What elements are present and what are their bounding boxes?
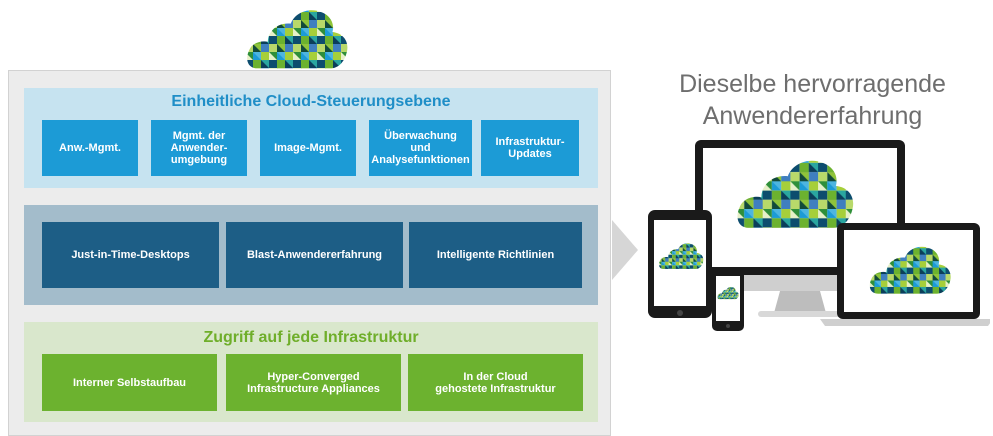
infra-layer-title: Zugriff auf jede Infrastruktur xyxy=(203,329,419,346)
phone-icon xyxy=(712,268,744,331)
devices-illustration xyxy=(648,140,990,331)
cloud-logo-icon xyxy=(247,10,348,69)
hyper-converged-box: Hyper-Converged Infrastructure Appliance… xyxy=(226,354,401,411)
laptop-icon xyxy=(820,223,990,326)
app-management-box: Anw.-Mgmt. xyxy=(42,120,138,176)
user-environment-management-box: Mgmt. der Anwender- umgebung xyxy=(151,120,247,176)
infrastructure-updates-box: Infrastruktur- Updates xyxy=(481,120,579,176)
desktop-monitor-icon xyxy=(695,140,905,317)
tablet-icon xyxy=(648,210,712,318)
infrastructure-access-layer: Zugriff auf jede Infrastruktur Interner … xyxy=(24,322,598,422)
arrow-right-icon xyxy=(612,220,638,280)
cloud-control-layer: Einheitliche Cloud-Steuerungsebene Anw.-… xyxy=(24,88,598,188)
control-layer-title: Einheitliche Cloud-Steuerungsebene xyxy=(171,93,451,110)
intelligent-policies-box: Intelligente Richtlinien xyxy=(409,222,582,288)
monitoring-analytics-box: Überwachung und Analysefunktionen xyxy=(369,120,472,176)
desktop-services-layer: Just-in-Time-Desktops Blast-Anwendererfa… xyxy=(24,205,598,305)
blast-user-experience-box: Blast-Anwendererfahrung xyxy=(226,222,403,288)
internal-build-box: Interner Selbstaufbau xyxy=(42,354,217,411)
tagline: Dieselbe hervorragende Anwendererfahrung xyxy=(679,70,946,130)
just-in-time-desktops-box: Just-in-Time-Desktops xyxy=(42,222,219,288)
cloud-hosted-box: In der Cloud gehostete Infrastruktur xyxy=(408,354,583,411)
image-management-box: Image-Mgmt. xyxy=(260,120,356,176)
